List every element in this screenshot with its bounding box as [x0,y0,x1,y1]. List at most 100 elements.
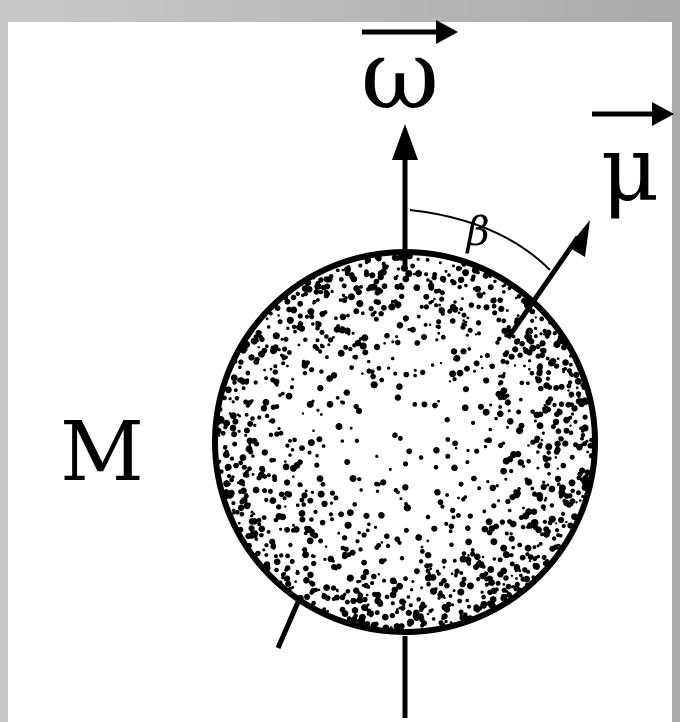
stipple-dot [542,480,546,484]
stipple-dot [454,446,458,450]
stipple-dot [459,614,467,621]
stipple-dot [459,307,464,312]
stipple-dot [353,285,360,292]
stipple-dot [511,334,516,339]
stipple-dot [544,462,551,469]
stipple-dot [231,508,236,513]
stipple-dot [333,594,340,601]
stipple-dot [381,613,389,621]
stipple-dot [341,283,347,289]
stipple-dot [419,616,425,623]
stipple-dot [234,396,240,401]
stipple-dot [453,300,457,304]
mu-axis-line [505,235,581,340]
stipple-dot [274,567,279,573]
stipple-dot [505,583,512,590]
stipple-dot [441,613,448,620]
stipple-dot [318,349,323,354]
stipple-dot [403,504,411,512]
stipple-dot [242,483,245,487]
stipple-dot [451,603,455,607]
stipple-dot [480,600,488,608]
stipple-dot [505,590,509,594]
stipple-dot [445,493,449,497]
stipple-dot [464,365,470,372]
stipple-dot [332,336,335,339]
stipple-dot [481,594,486,600]
stipple-dot [526,569,531,574]
stipple-dot [449,542,454,548]
stipple-dot [476,304,481,310]
stipple-dot [298,512,303,516]
stipple-dot [356,596,364,604]
stipple-dot [503,575,509,581]
stipple-dot [368,306,374,312]
stipple-dot [433,447,440,454]
stipple-dot [563,427,570,434]
stipple-dot [261,449,268,456]
stipple-dot [389,591,397,599]
stipple-dot [537,443,543,449]
stipple-dot [429,574,437,581]
stipple-dot [519,380,525,386]
stipple-dot [292,523,295,527]
stipple-dot [415,534,423,541]
stipple-dot [218,420,223,424]
stipple-dot [576,475,581,481]
stipple-dot [545,443,553,451]
stipple-dot [357,591,361,595]
stipple-dot [563,499,570,507]
stipple-dot [554,528,560,533]
stipple-dot [273,378,280,385]
stipple-dot [450,348,458,355]
stipple-dot [253,359,260,365]
stipple-dot [281,576,285,580]
stipple-dot [318,290,322,294]
stipple-dot [433,464,439,470]
stipple-dot [461,404,469,412]
stipple-dot [256,517,262,523]
stipple-dot [269,457,275,463]
stipple-dot [513,338,520,345]
stipple-dot [312,554,316,559]
stipple-dot [248,354,255,361]
stipple-dot [373,343,381,351]
stipple-dot [303,291,309,297]
stipple-dot [534,334,538,339]
stipple-dot [245,403,250,408]
stipple-dot [483,444,488,449]
stipple-dot [519,397,523,402]
stipple-dot [477,486,482,491]
stipple-dot [225,386,232,394]
stipple-dot [540,532,545,537]
stipple-dot [449,529,452,533]
stipple-dot [543,333,546,336]
stipple-dot [381,261,386,266]
stipple-dot [418,604,425,611]
stipple-dot [449,370,457,378]
stipple-dot [542,455,550,463]
stipple-dot [406,595,411,599]
stipple-dot [558,436,564,442]
stipple-dot [351,331,355,335]
stipple-dot [394,610,400,615]
stipple-dot [232,511,236,515]
stipple-dot [233,388,238,393]
stipple-dot [375,299,382,306]
stipple-dot [468,302,475,308]
stipple-dot [293,329,297,334]
mass-label: M [60,405,144,500]
stipple-dot [344,270,350,277]
stipple-dot [513,489,518,494]
stipple-dot [452,440,458,447]
stipple-dot [309,590,314,595]
stipple-dot [388,303,396,311]
stipple-dot [536,544,540,548]
stipple-dot [353,613,358,619]
stipple-dot [411,580,415,583]
stipple-dot [299,445,305,451]
stipple-dot [425,568,431,574]
stipple-dot [394,339,401,346]
stipple-dot [476,577,481,582]
stipple-dot [403,576,408,582]
